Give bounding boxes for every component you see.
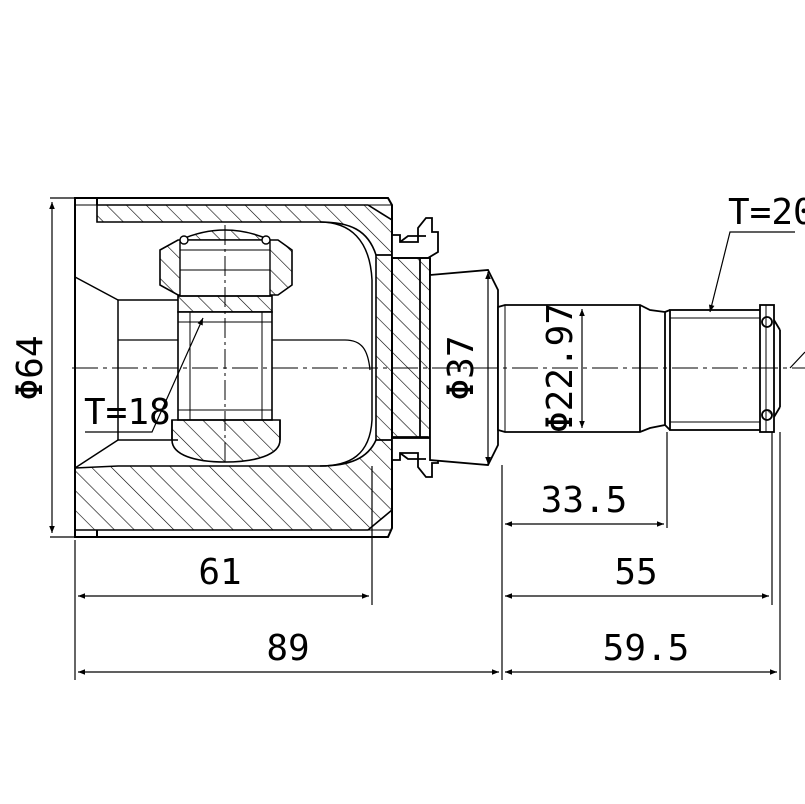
flange bbox=[391, 217, 499, 478]
dimensions bbox=[49, 197, 805, 680]
dim-55: 55 bbox=[614, 552, 657, 593]
label-t20: T=20 bbox=[728, 192, 805, 233]
dim-89: 89 bbox=[266, 628, 309, 669]
label-t18: T=18 bbox=[84, 392, 171, 433]
dim-phi37: Φ37 bbox=[441, 335, 482, 400]
dim-61: 61 bbox=[198, 552, 241, 593]
housing-cavity-profile bbox=[319, 221, 373, 467]
housing-end-wall bbox=[375, 254, 393, 441]
dim-phi64: Φ64 bbox=[10, 335, 51, 400]
inner-cone bbox=[74, 276, 178, 469]
dim-59-5: 59.5 bbox=[603, 628, 690, 669]
dim-phi2297: Φ22.97 bbox=[540, 303, 581, 433]
dim-33-5: 33.5 bbox=[541, 480, 628, 521]
